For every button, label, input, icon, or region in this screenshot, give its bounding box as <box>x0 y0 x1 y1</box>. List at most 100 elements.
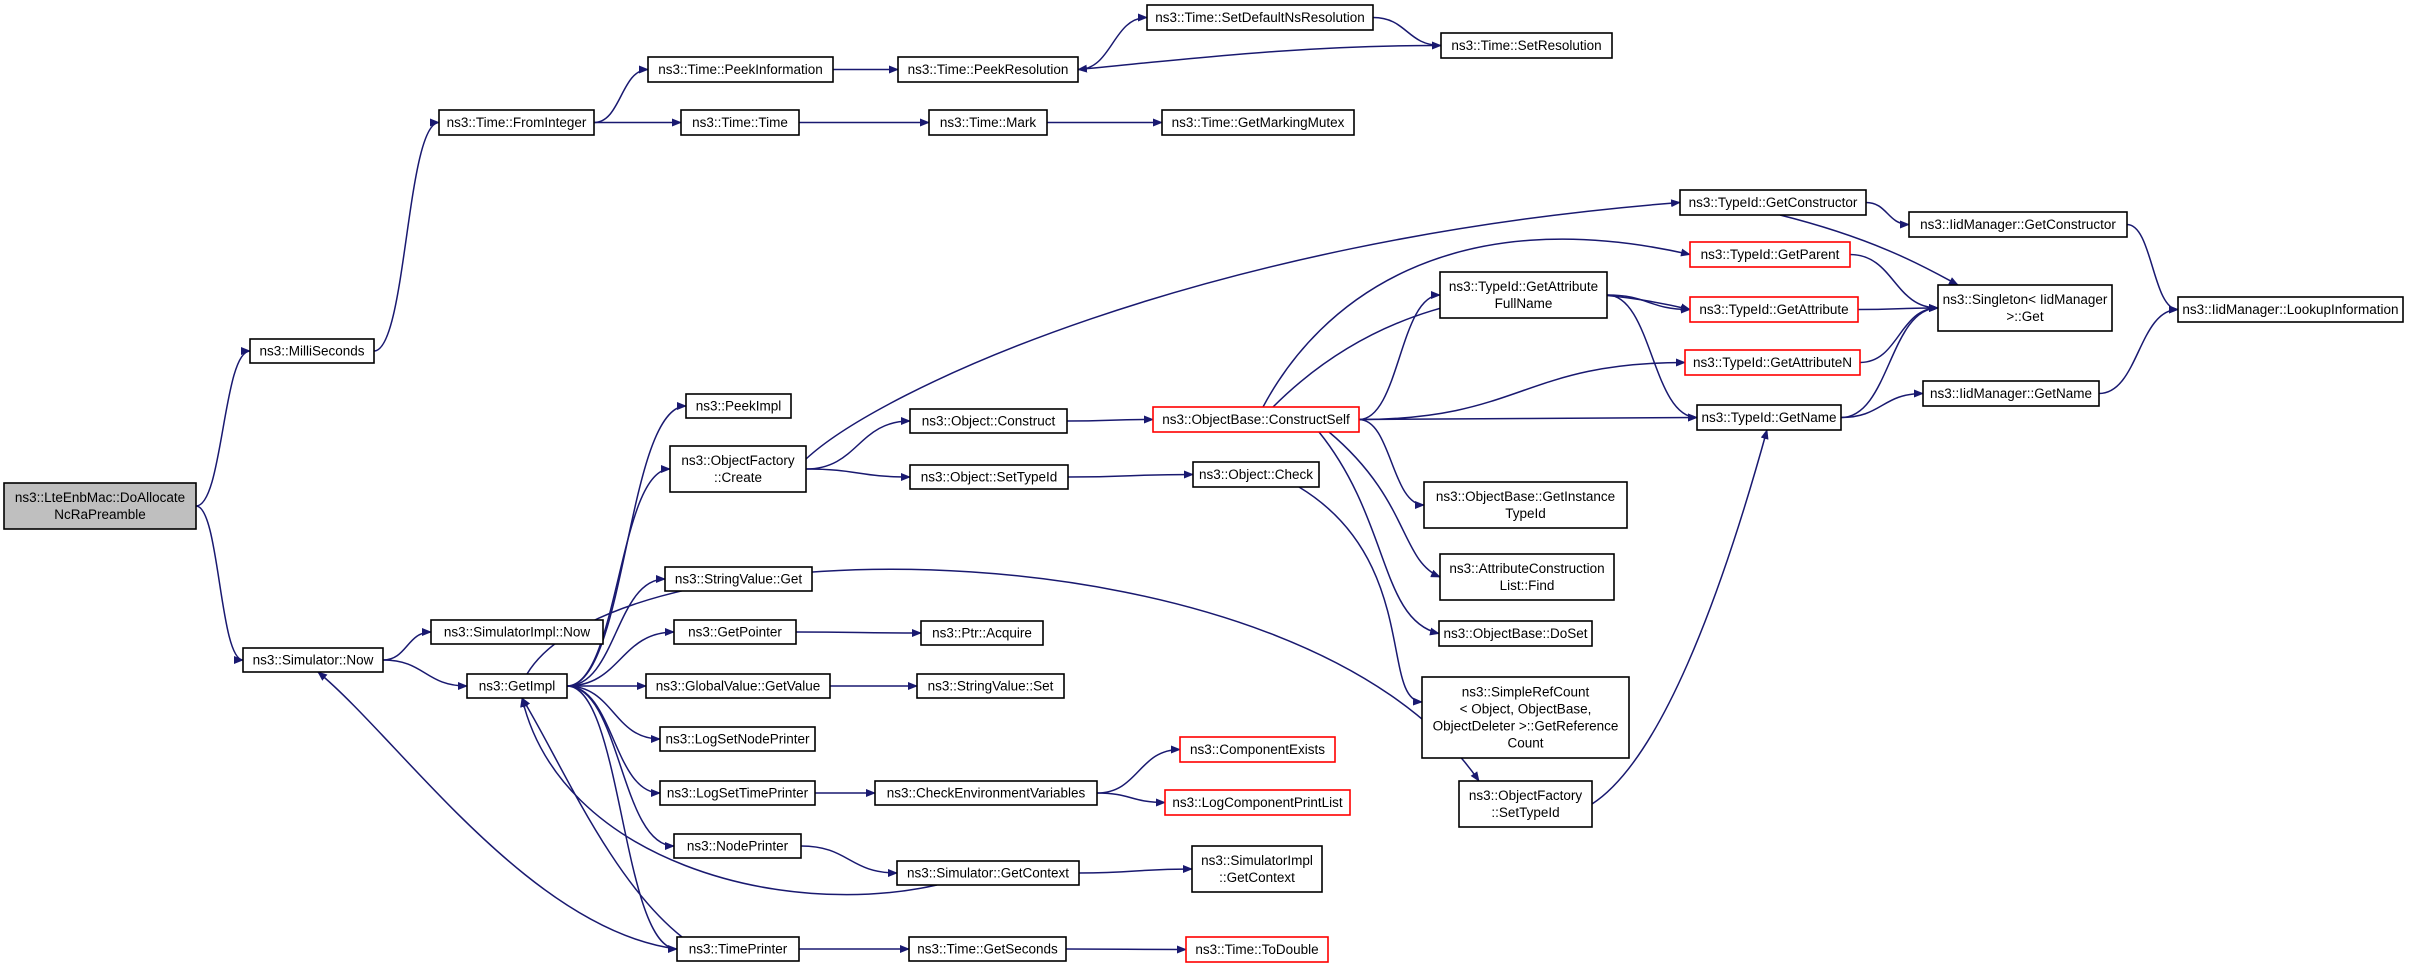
node-box-gvget[interactable] <box>645 673 831 699</box>
node-box-obdoset[interactable] <box>1438 620 1593 647</box>
node-strset[interactable]: ns3::StringValue::Set <box>916 673 1065 699</box>
node-timetime[interactable]: ns3::Time::Time <box>680 109 800 136</box>
node-checkenv[interactable]: ns3::CheckEnvironmentVariables <box>874 780 1098 806</box>
node-box-peekinfo[interactable] <box>647 56 834 83</box>
node-box-peekres[interactable] <box>897 56 1079 83</box>
node-box-tidgetattr[interactable] <box>1689 296 1859 323</box>
node-getimpl[interactable]: ns3::GetImpl <box>466 673 568 699</box>
node-getseconds[interactable]: ns3::Time::GetSeconds <box>908 936 1067 962</box>
node-gvget[interactable]: ns3::GlobalValue::GetValue <box>645 673 831 699</box>
node-box-nodeprinter[interactable] <box>673 833 802 859</box>
node-logcomplist[interactable]: ns3::LogComponentPrintList <box>1164 789 1351 816</box>
node-tidgetname[interactable]: ns3::TypeId::GetName <box>1696 404 1842 431</box>
node-fromint[interactable]: ns3::Time::FromInteger <box>438 109 595 136</box>
node-box-tidgetattrfull[interactable] <box>1439 271 1608 319</box>
node-box-ptracquire[interactable] <box>920 620 1044 646</box>
node-box-simgetctx[interactable] <box>896 860 1080 886</box>
node-obcs[interactable]: ns3::ObjectBase::ConstructSelf <box>1152 406 1360 433</box>
node-box-getmarkmutex[interactable] <box>1161 109 1355 136</box>
node-box-getimpl[interactable] <box>466 673 568 699</box>
node-box-milli[interactable] <box>249 338 375 364</box>
node-box-objsettid[interactable] <box>909 464 1069 490</box>
node-todouble[interactable]: ns3::Time::ToDouble <box>1185 936 1329 963</box>
node-getmarkmutex[interactable]: ns3::Time::GetMarkingMutex <box>1161 109 1355 136</box>
node-objcheck[interactable]: ns3::Object::Check <box>1192 461 1320 488</box>
node-box-tidgetctor[interactable] <box>1679 189 1867 216</box>
node-milli[interactable]: ns3::MilliSeconds <box>249 338 375 364</box>
node-ptracquire[interactable]: ns3::Ptr::Acquire <box>920 620 1044 646</box>
node-box-getptr[interactable] <box>673 619 797 645</box>
node-box-strget[interactable] <box>664 566 813 592</box>
node-box-simimplctx[interactable] <box>1191 845 1323 893</box>
node-simimplctx[interactable]: ns3::SimulatorImpl::GetContext <box>1191 845 1323 893</box>
node-box-logcomplist[interactable] <box>1164 789 1351 816</box>
node-ofcreate[interactable]: ns3::ObjectFactory::Create <box>669 445 807 493</box>
node-objconstruct[interactable]: ns3::Object::Construct <box>909 408 1068 434</box>
node-box-iidgetctor[interactable] <box>1908 211 2128 238</box>
node-box-checkenv[interactable] <box>874 780 1098 806</box>
node-iidlookup[interactable]: ns3::IidManager::LookupInformation <box>2177 296 2404 323</box>
node-box-obgetinst[interactable] <box>1423 481 1628 529</box>
node-mark[interactable]: ns3::Time::Mark <box>928 109 1048 136</box>
node-box-srcount[interactable] <box>1421 676 1630 759</box>
node-box-simnow[interactable] <box>242 647 384 673</box>
node-box-iidlookup[interactable] <box>2177 296 2404 323</box>
node-ofsettid[interactable]: ns3::ObjectFactory::SetTypeId <box>1458 780 1593 828</box>
node-getptr[interactable]: ns3::GetPointer <box>673 619 797 645</box>
node-peekres[interactable]: ns3::Time::PeekResolution <box>897 56 1079 83</box>
node-box-iidgetname[interactable] <box>1922 380 2100 407</box>
node-box-singleton[interactable] <box>1937 284 2113 332</box>
node-strget[interactable]: ns3::StringValue::Get <box>664 566 813 592</box>
node-setres[interactable]: ns3::Time::SetResolution <box>1440 32 1613 59</box>
node-timeprinter[interactable]: ns3::TimePrinter <box>676 936 800 962</box>
node-box-lognode[interactable] <box>659 726 816 752</box>
node-box-strset[interactable] <box>916 673 1065 699</box>
node-box-peekimpl[interactable] <box>685 393 792 419</box>
node-singleton[interactable]: ns3::Singleton< IidManager>::Get <box>1937 284 2113 332</box>
node-box-mark[interactable] <box>928 109 1048 136</box>
node-tidgetattrn[interactable]: ns3::TypeId::GetAttributeN <box>1684 349 1861 376</box>
node-simimplnow[interactable]: ns3::SimulatorImpl::Now <box>430 619 604 645</box>
node-box-todouble[interactable] <box>1185 936 1329 963</box>
node-box-root[interactable] <box>3 482 197 530</box>
node-box-obcs[interactable] <box>1152 406 1360 433</box>
node-objsettid[interactable]: ns3::Object::SetTypeId <box>909 464 1069 490</box>
node-box-tidgetname[interactable] <box>1696 404 1842 431</box>
node-nodeprinter[interactable]: ns3::NodePrinter <box>673 833 802 859</box>
node-peekinfo[interactable]: ns3::Time::PeekInformation <box>647 56 834 83</box>
node-simgetctx[interactable]: ns3::Simulator::GetContext <box>896 860 1080 886</box>
node-tidgetctor[interactable]: ns3::TypeId::GetConstructor <box>1679 189 1867 216</box>
node-box-timeprinter[interactable] <box>676 936 800 962</box>
node-box-acfind[interactable] <box>1439 553 1615 601</box>
node-iidgetctor[interactable]: ns3::IidManager::GetConstructor <box>1908 211 2128 238</box>
node-box-getseconds[interactable] <box>908 936 1067 962</box>
node-box-ofsettid[interactable] <box>1458 780 1593 828</box>
node-compexists[interactable]: ns3::ComponentExists <box>1179 736 1336 763</box>
node-peekimpl[interactable]: ns3::PeekImpl <box>685 393 792 419</box>
node-box-compexists[interactable] <box>1179 736 1336 763</box>
node-box-logtime[interactable] <box>659 780 816 806</box>
node-box-fromint[interactable] <box>438 109 595 136</box>
node-box-timetime[interactable] <box>680 109 800 136</box>
node-box-objcheck[interactable] <box>1192 461 1320 488</box>
node-box-simimplnow[interactable] <box>430 619 604 645</box>
node-logtime[interactable]: ns3::LogSetTimePrinter <box>659 780 816 806</box>
node-setdefres[interactable]: ns3::Time::SetDefaultNsResolution <box>1146 4 1374 31</box>
node-obdoset[interactable]: ns3::ObjectBase::DoSet <box>1438 620 1593 647</box>
node-simnow[interactable]: ns3::Simulator::Now <box>242 647 384 673</box>
node-box-tidgetparent[interactable] <box>1689 241 1851 268</box>
node-box-ofcreate[interactable] <box>669 445 807 493</box>
node-srcount[interactable]: ns3::SimpleRefCount< Object, ObjectBase,… <box>1421 676 1630 759</box>
node-box-setres[interactable] <box>1440 32 1613 59</box>
node-box-objconstruct[interactable] <box>909 408 1068 434</box>
node-lognode[interactable]: ns3::LogSetNodePrinter <box>659 726 816 752</box>
node-box-setdefres[interactable] <box>1146 4 1374 31</box>
node-tidgetattr[interactable]: ns3::TypeId::GetAttribute <box>1689 296 1859 323</box>
node-tidgetparent[interactable]: ns3::TypeId::GetParent <box>1689 241 1851 268</box>
node-box-tidgetattrn[interactable] <box>1684 349 1861 376</box>
node-iidgetname[interactable]: ns3::IidManager::GetName <box>1922 380 2100 407</box>
